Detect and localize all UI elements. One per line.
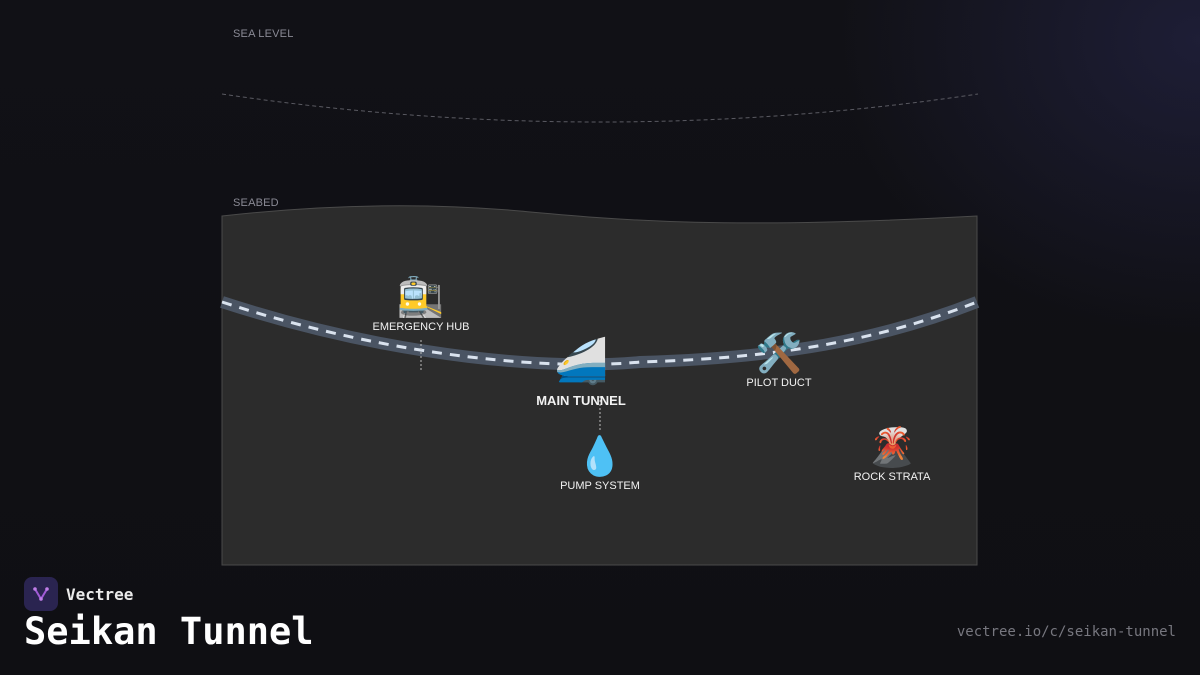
page-title: Seikan Tunnel (24, 610, 314, 653)
sea-level-label: SEA LEVEL (233, 28, 294, 40)
page-url[interactable]: vectree.io/c/seikan-tunnel (956, 624, 1176, 640)
node-main-tunnel[interactable]: 🚄 MAIN TUNNEL (536, 336, 626, 409)
brand[interactable]: Vectree (24, 577, 133, 611)
sea-level-line (221, 93, 979, 123)
node-label: EMERGENCY HUB (372, 321, 470, 333)
vectree-logo-icon (24, 577, 58, 611)
node-pump-system[interactable]: 💧 PUMP SYSTEM (560, 434, 640, 492)
tunnel-track (220, 296, 980, 371)
brand-name: Vectree (66, 584, 134, 604)
water-drop-icon: 💧 (576, 434, 624, 478)
node-label: PILOT DUCT (746, 377, 812, 389)
node-label: PUMP SYSTEM (560, 480, 640, 492)
train-station-icon: 🚉 (397, 275, 445, 319)
bullet-train-icon: 🚄 (553, 336, 609, 387)
tools-icon: 🛠️ (755, 331, 803, 375)
seabed-label: SEABED (233, 197, 279, 209)
node-rock-strata[interactable]: 🌋 ROCK STRATA (854, 425, 931, 483)
node-emergency-hub[interactable]: 🚉 EMERGENCY HUB (373, 275, 470, 333)
node-pilot-duct[interactable]: 🛠️ PILOT DUCT (746, 331, 811, 389)
volcano-icon: 🌋 (868, 425, 916, 469)
node-label: MAIN TUNNEL (536, 393, 626, 408)
node-label: ROCK STRATA (853, 471, 931, 483)
seabed-block (221, 205, 978, 566)
